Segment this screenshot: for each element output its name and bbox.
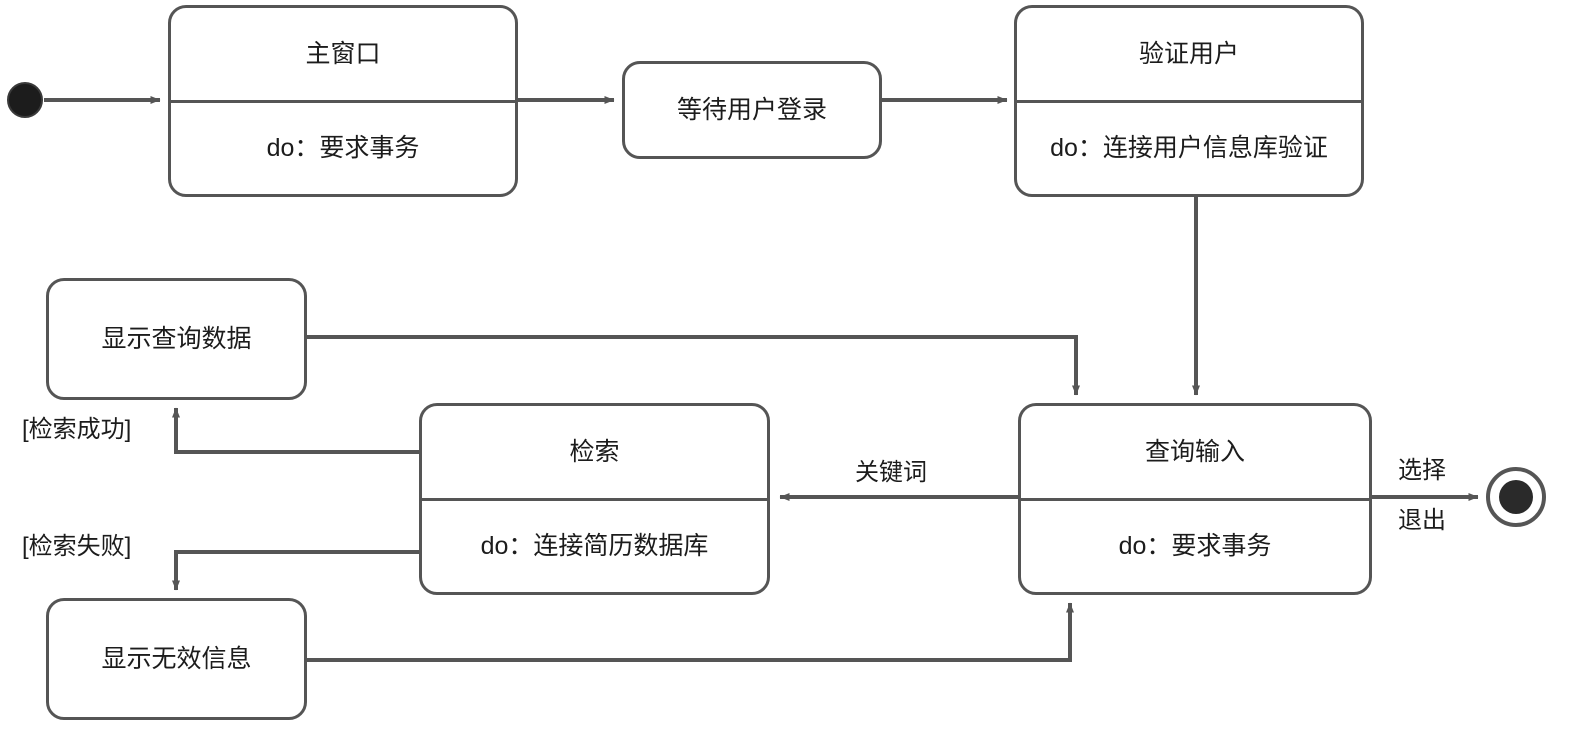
transition-search-to-show-query-data	[172, 407, 419, 454]
state-wait-login[interactable]: 等待用户登录	[622, 61, 882, 159]
label-keyword: 关键词	[855, 459, 927, 486]
state-verify-user-divider	[1017, 99, 1361, 103]
initial-state-node	[7, 82, 43, 118]
state-main-window-divider	[171, 99, 515, 103]
final-state-inner-disc	[1499, 480, 1533, 514]
final-state-node	[1486, 467, 1546, 527]
state-main-window-activity: do：要求事务	[266, 134, 420, 163]
state-query-input[interactable]: 查询输入 do：要求事务	[1018, 403, 1372, 595]
state-search-name: 检索	[569, 437, 620, 466]
state-show-invalid-info[interactable]: 显示无效信息	[46, 598, 307, 720]
label-exit: 退出	[1398, 507, 1446, 534]
state-query-input-activity: do：要求事务	[1118, 532, 1272, 561]
state-search-divider	[422, 497, 767, 501]
transition-search-to-show-invalid-info	[172, 550, 419, 591]
state-verify-user-name: 验证用户	[1138, 39, 1239, 68]
state-main-window[interactable]: 主窗口 do：要求事务	[168, 5, 518, 197]
state-show-query-data[interactable]: 显示查询数据	[46, 278, 307, 400]
state-query-input-divider	[1021, 497, 1369, 501]
label-search-success: [检索成功]	[22, 416, 132, 443]
state-show-query-data-name: 显示查询数据	[101, 325, 252, 353]
state-show-invalid-info-name: 显示无效信息	[101, 645, 252, 673]
state-search[interactable]: 检索 do：连接简历数据库	[419, 403, 770, 595]
state-query-input-name: 查询输入	[1144, 437, 1245, 466]
state-search-activity: do：连接简历数据库	[480, 532, 709, 561]
state-main-window-name: 主窗口	[305, 39, 381, 68]
label-select: 选择	[1398, 457, 1446, 484]
state-wait-login-name: 等待用户登录	[676, 96, 827, 124]
state-verify-user-activity: do：连接用户信息库验证	[1050, 134, 1328, 163]
state-verify-user[interactable]: 验证用户 do：连接用户信息库验证	[1014, 5, 1364, 197]
label-search-failure: [检索失败]	[22, 533, 132, 560]
transition-show-query-data-to-query-input	[307, 335, 1080, 396]
transition-show-invalid-info-to-query-input	[307, 602, 1074, 662]
